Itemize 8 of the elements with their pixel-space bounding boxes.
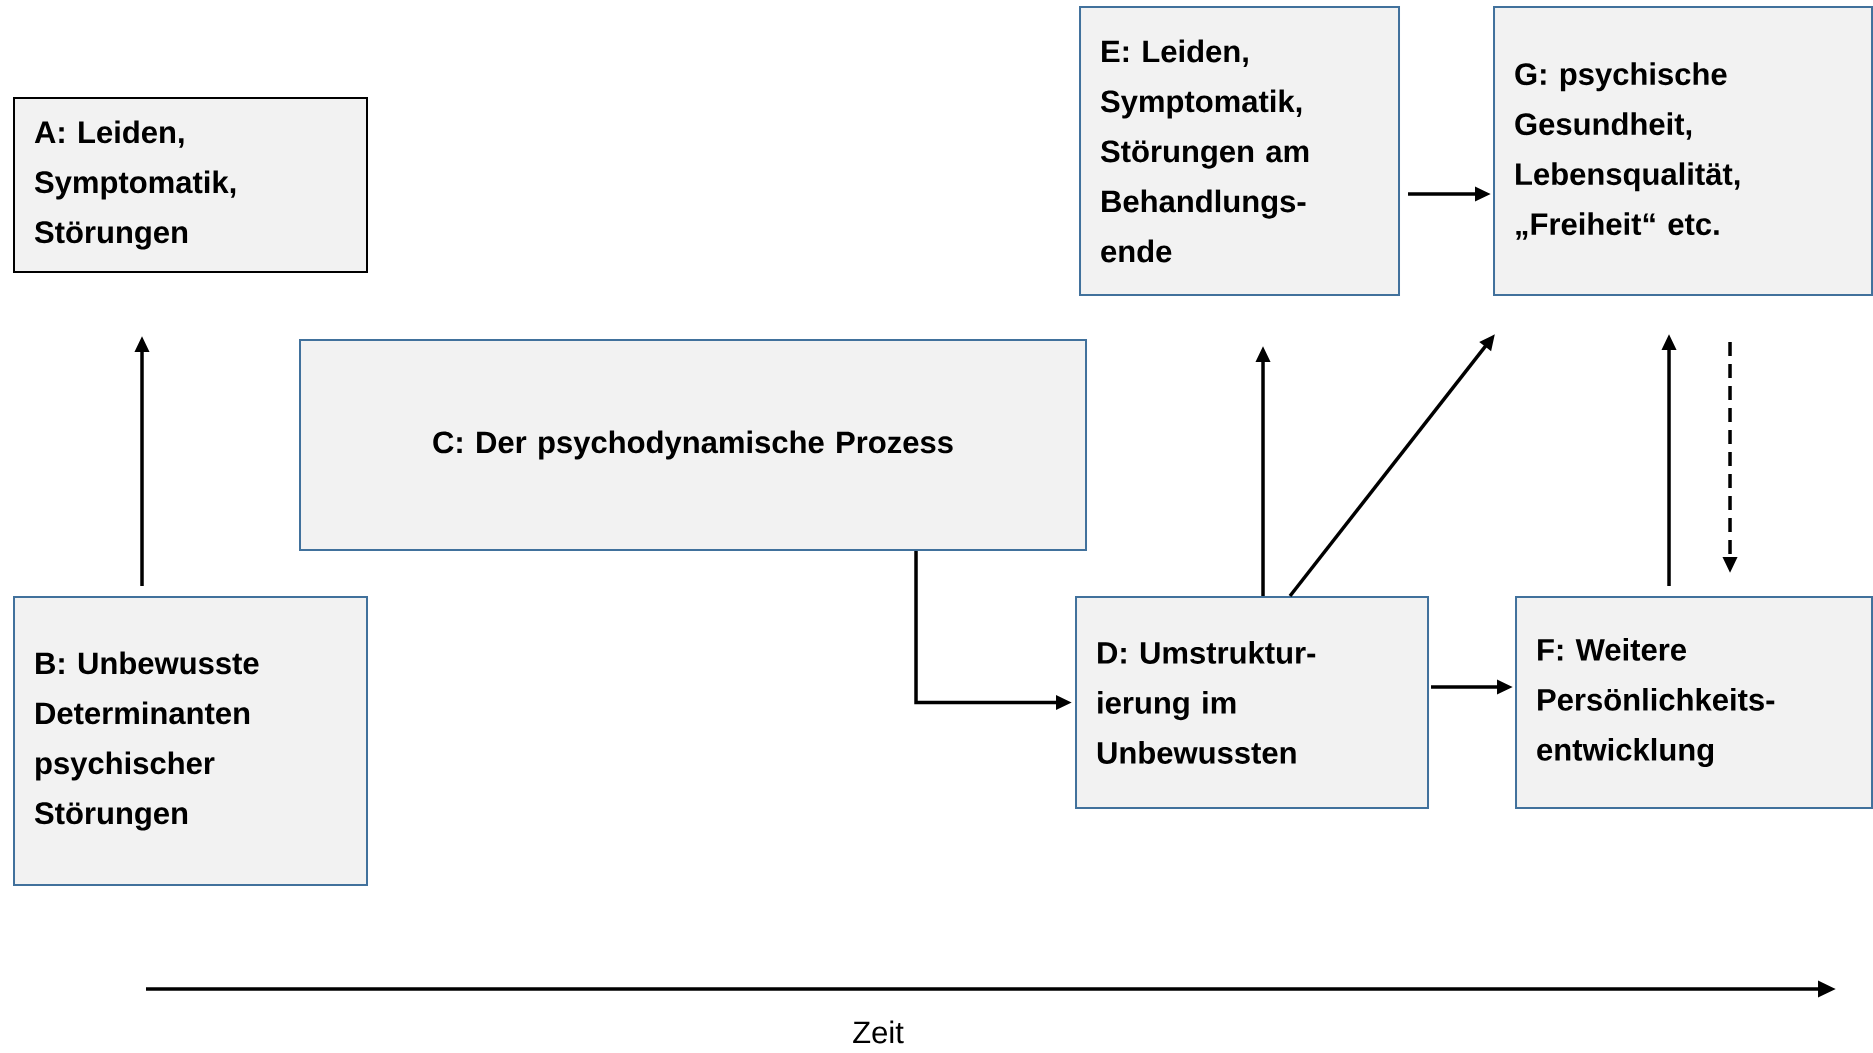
text-box: E: Leiden, Symptomatik, Störungen am Behandlungs-ende bbox=[1079, 6, 1400, 296]
text-box: G: psychische Gesundheit, Lebensqualität, „Freiheit“ etc. bbox=[1493, 6, 1873, 296]
axis-label: Zeit bbox=[853, 1020, 904, 1044]
text-box: C: Der psychodynamische Prozess bbox=[299, 339, 1087, 551]
text-box: D: Umstruktur-ierung im Unbewussten bbox=[1075, 596, 1429, 809]
text-box: B: Unbewusste Determinanten psychischer Störungen bbox=[13, 596, 368, 886]
text-box: A: Leiden, Symptomatik, Störungen bbox=[13, 97, 368, 273]
text-box: F: Weitere Persönlichkeits-entwicklung bbox=[1515, 596, 1873, 809]
